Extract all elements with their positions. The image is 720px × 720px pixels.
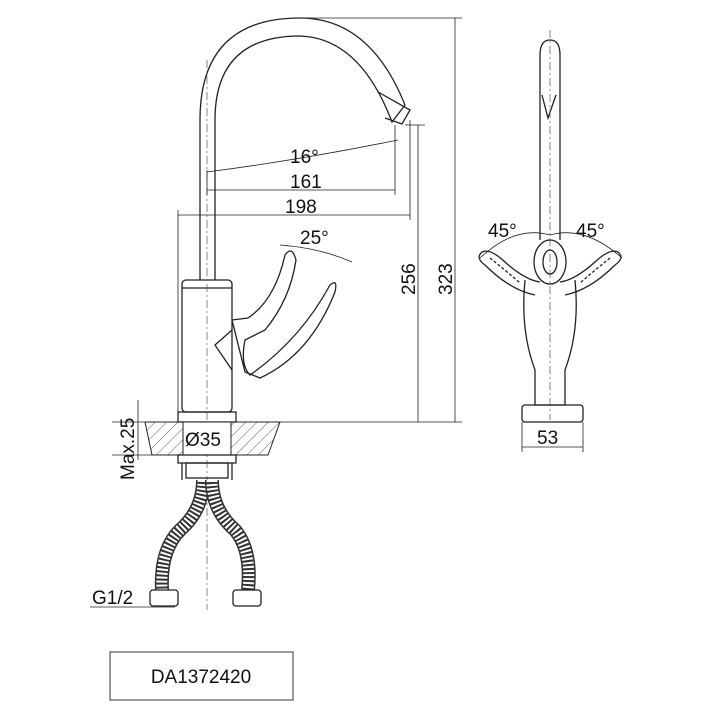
- model-label-box: DA1372420: [109, 651, 294, 701]
- side-view: 16° 161 198 25° 256 323 Max.25 Ø35 G1/2: [90, 17, 462, 610]
- spout: [199, 17, 406, 280]
- spout-angle-label: 16°: [290, 147, 319, 168]
- handle-left: [478, 250, 541, 296]
- lever-angle-label: 25°: [300, 228, 329, 249]
- handle-angle-left-label: 45°: [488, 221, 517, 242]
- thread-label: G1/2: [92, 588, 133, 609]
- max-thickness-label: Max.25: [118, 418, 139, 480]
- handle-angle-right-label: 45°: [576, 221, 605, 242]
- handle-right: [559, 250, 622, 296]
- lever-handle: [231, 250, 337, 379]
- hose-nut-left: [149, 589, 179, 607]
- front-view: 45° 45° 53: [478, 30, 623, 452]
- reach-outer-label: 198: [285, 197, 317, 218]
- model-code: DA1372420: [151, 667, 251, 688]
- reach-inner-label: 161: [290, 172, 322, 193]
- total-height-label: 323: [436, 263, 457, 295]
- hose-nut-right: [232, 589, 262, 607]
- spout-height-label: 256: [399, 263, 420, 295]
- base-width-label: 53: [537, 428, 558, 449]
- hole-diameter-label: Ø35: [185, 430, 221, 451]
